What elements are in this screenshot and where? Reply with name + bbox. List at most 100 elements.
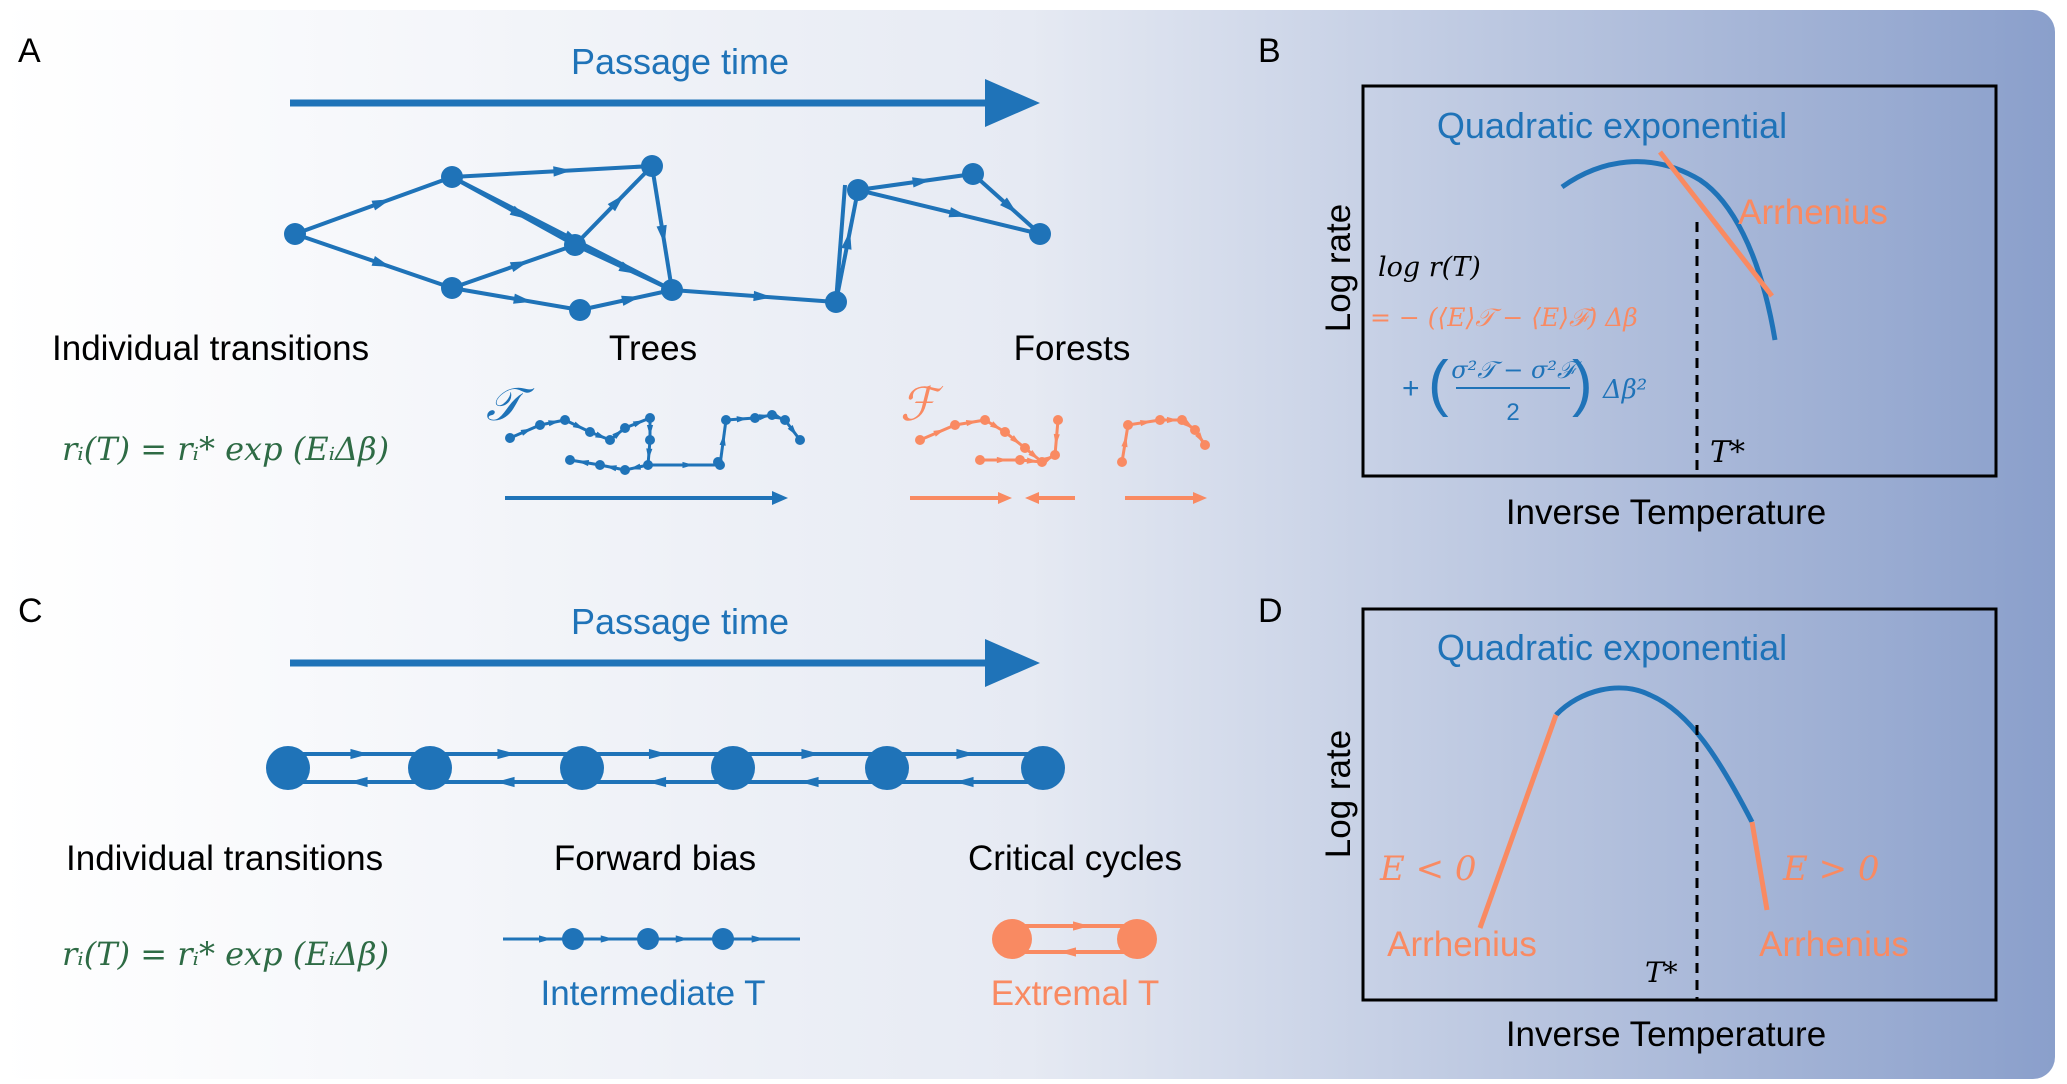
cycle-node-right (1117, 919, 1157, 959)
network-node (284, 223, 306, 245)
rate-formula-a: rᵢ(T) = rᵢ* exp (EᵢΔβ) (62, 430, 389, 468)
label-forests: Forests (1014, 329, 1131, 368)
forest-edge-arrow (933, 429, 945, 437)
tree-edge-arrow (646, 424, 654, 437)
chain-backward-edge-arrow (349, 776, 368, 788)
equation-line-1: log r(T) (1378, 252, 1481, 283)
network-node (641, 155, 663, 177)
network-edge-arrow (621, 295, 641, 306)
arrhenius-tangent-b (1658, 150, 1774, 298)
forest-edge-arrow (1026, 457, 1039, 464)
network-node (962, 163, 984, 185)
tree-edge-arrow (632, 420, 645, 428)
tree-node (721, 415, 731, 425)
forward-bias-node (712, 928, 734, 950)
tree-edge-arrow (577, 460, 590, 467)
panel-c-passage-time: Passage time (571, 601, 789, 642)
tree-edge-arrow (595, 431, 607, 439)
equation-open-paren: ( (1428, 349, 1449, 418)
chain-forward-edge-arrow (801, 748, 820, 760)
tree-edge-arrow (736, 416, 748, 423)
chain-node (1021, 746, 1065, 790)
network-edge-arrow (607, 194, 625, 212)
network-edge-arrow (841, 230, 852, 250)
tstar-label-b: T* (1710, 435, 1745, 470)
e-negative-label: E < 0 (1379, 849, 1477, 889)
network-edge-arrow (912, 177, 932, 188)
forward-bias-edge-arrow (751, 935, 765, 943)
panel-d-title: Quadratic exponential (1437, 627, 1787, 668)
panel-b: B Quadratic exponential Arrhenius T* Log… (1258, 32, 1998, 532)
panel-a: A Passage time Individual transitions Tr… (18, 32, 1210, 505)
network-node (564, 234, 586, 256)
tree-node (605, 435, 615, 445)
forest-node (1050, 450, 1060, 460)
chain-forward-edge-arrow (956, 748, 975, 760)
network-edge-arrow (1000, 197, 1018, 214)
chain-node (865, 746, 909, 790)
tree-node (620, 423, 630, 433)
tree-edge-arrow (719, 434, 726, 446)
tree-edge-arrow (548, 420, 560, 427)
network-node (441, 277, 463, 299)
forest-node (975, 455, 985, 465)
network-node (569, 299, 591, 321)
panel-b-letter: B (1258, 32, 1281, 70)
equation-close-paren: ) (1572, 349, 1593, 418)
arrhenius-line-right-d (1749, 821, 1770, 911)
panel-a-letter: A (18, 32, 41, 70)
tree-node (505, 433, 515, 443)
forward-bias-edge-arrow (675, 935, 689, 943)
network-node (661, 279, 683, 301)
network-edge-arrow (948, 207, 968, 218)
e-positive-label: E > 0 (1782, 849, 1880, 889)
forest-node (1200, 440, 1210, 450)
panel-c-letter: C (18, 592, 43, 630)
passage-time-arrowhead-c (985, 639, 1040, 687)
forest-edge-arrow (990, 421, 1002, 430)
network-edge-arrow (553, 166, 572, 177)
panel-c: C Passage time Individual transitions Fo… (18, 592, 1182, 1013)
tree-node (565, 455, 575, 465)
label-intermediate-t: Intermediate T (540, 974, 765, 1013)
equation-fraction-denominator: 2 (1506, 399, 1519, 426)
network-node (825, 291, 847, 313)
rate-formula-c: rᵢ(T) = rᵢ* exp (EᵢΔβ) (62, 935, 389, 973)
forest-edge-arrow (1195, 432, 1204, 444)
forward-bias-edge-arrow (539, 935, 552, 943)
forest-node (915, 435, 925, 445)
network-edge (857, 188, 1041, 236)
forward-bias-node (562, 928, 584, 950)
network-edge (451, 175, 673, 292)
tree-edge-arrow (612, 429, 623, 440)
panel-d-plot-frame (1361, 607, 1998, 1002)
equation-tail: Δβ² (1602, 375, 1647, 405)
network-edge (451, 164, 653, 179)
forest-node (1053, 415, 1063, 425)
network-edge-arrow (513, 293, 533, 304)
tree-node (585, 427, 595, 437)
chain-node (711, 746, 755, 790)
arrhenius-left-label: Arrhenius (1387, 925, 1537, 964)
forest-node (980, 415, 990, 425)
tree-edge-arrow (682, 461, 694, 469)
label-individual-transitions-a: Individual transitions (52, 329, 369, 368)
tree-node (535, 420, 545, 430)
arrhenius-label-b: Arrhenius (1738, 193, 1888, 232)
passage-time-arrowhead (985, 79, 1040, 127)
quadratic-curve-d (1554, 685, 1755, 824)
label-critical-cycles: Critical cycles (968, 839, 1182, 878)
quadratic-curve-b (1560, 159, 1778, 341)
label-individual-transitions-c: Individual transitions (66, 839, 383, 878)
network-edge (834, 184, 847, 303)
equation-fraction-numerator: σ²𝒯 − σ²ℱ (1451, 356, 1583, 384)
panel-b-plot-frame (1361, 84, 1998, 478)
forest-edge-arrow (965, 420, 978, 427)
chain-backward-edge-arrow (496, 776, 515, 788)
forest-node (1015, 455, 1025, 465)
forest-node (1123, 420, 1133, 430)
chain-forward-edge-arrow (350, 748, 369, 760)
chain-node (266, 746, 310, 790)
forest-node (1000, 427, 1010, 437)
